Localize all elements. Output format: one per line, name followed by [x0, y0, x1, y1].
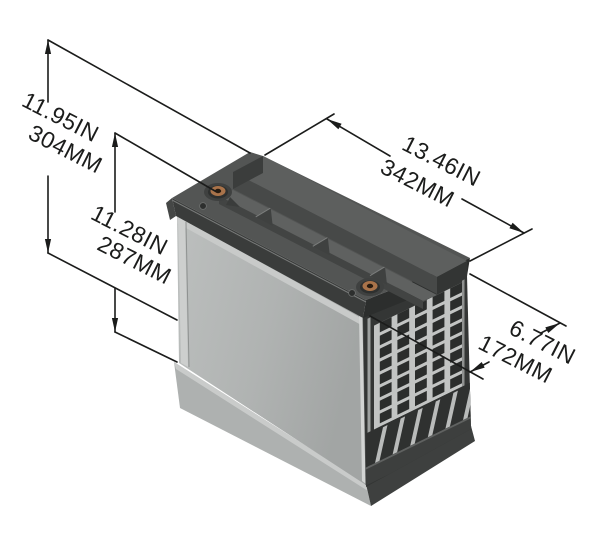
vent-louver-slat [463, 382, 471, 421]
vent-cell [450, 282, 463, 299]
vent-cell [415, 351, 427, 368]
lid-step-notch-2-highlight [312, 236, 329, 247]
front-face-left-highlight [178, 217, 188, 367]
vent-cell [415, 390, 427, 407]
vent-cell [415, 312, 427, 329]
front-face-top-highlight [177, 216, 363, 326]
vent-louver-zone [366, 379, 471, 468]
lid-step-notch-3 [370, 266, 387, 285]
vent-cell [450, 308, 463, 325]
vent-louvers [375, 382, 471, 464]
length-ext-left [264, 113, 335, 156]
container-height-arrow-up [111, 133, 119, 147]
vent-cell [415, 325, 427, 342]
vent-cell [379, 408, 392, 424]
overall-height-arrow-up [44, 40, 52, 54]
vent-base-band [364, 412, 471, 487]
lid-step-notch-1-highlight [255, 207, 271, 218]
terminal-right [356, 278, 384, 296]
vent-cell [432, 330, 445, 346]
battery-vent-face [363, 275, 471, 487]
vent-louver-slat [427, 399, 441, 438]
vent-cell [432, 343, 445, 359]
width-arrow-sw [470, 362, 485, 372]
vent-cell [450, 334, 463, 351]
length-ext-right [469, 228, 533, 262]
front-face-corner-highlight [359, 315, 366, 484]
vent-cell [397, 373, 410, 389]
front-face-left-groove [185, 221, 190, 368]
vent-cell [379, 382, 392, 398]
vent-cell [397, 334, 410, 350]
container-height-arrow-down [111, 318, 119, 332]
vent-cell [379, 356, 392, 372]
vent-cell [432, 356, 445, 372]
ridge-west-end-face [233, 156, 263, 189]
vent-louver-slat [410, 407, 423, 446]
ridge-top-face [233, 156, 467, 277]
vent-cell [432, 369, 445, 385]
vent-cell [379, 395, 392, 411]
terminal-left-hole [214, 188, 222, 194]
vent-cell [397, 386, 410, 402]
width-arrow-ne [545, 323, 560, 333]
battery-base-end [366, 426, 475, 506]
length-arrow-right [509, 222, 524, 233]
vent-cell [379, 330, 392, 346]
container-height-ext-bottom [114, 331, 178, 363]
vent-cell [397, 308, 410, 324]
screw-left [199, 202, 207, 210]
terminal-left [204, 183, 240, 207]
lid-step-notch-3-highlight [369, 266, 386, 277]
battery-front-face [177, 215, 366, 485]
vent-cell [415, 377, 427, 394]
ridge-east-end-face [437, 261, 467, 294]
container-height-ext-top [114, 132, 216, 192]
battery-illustration [166, 152, 475, 506]
vent-cell [379, 369, 392, 385]
overall-height-ext-top [47, 39, 251, 154]
vent-cell [432, 317, 445, 333]
vent-louver-slat [375, 425, 388, 464]
lid-front-lip-highlight [171, 199, 367, 303]
lid-step-notch-2 [312, 237, 330, 256]
vent-cell [432, 382, 445, 398]
width-ext-front [369, 315, 484, 380]
length-arrow-left [327, 119, 342, 130]
lid-west-end-face [166, 198, 176, 220]
screw-right [348, 289, 356, 297]
lid-step-notch-1 [255, 207, 273, 226]
vent-cell [450, 360, 463, 377]
vent-base-band-edge [364, 412, 471, 471]
vent-cell [397, 347, 410, 363]
width-ext-back [469, 273, 567, 327]
vent-cell [432, 291, 445, 307]
vent-cell [379, 343, 392, 359]
battery-base-front-bevel [174, 362, 368, 491]
vent-louver-slat [392, 416, 406, 455]
terminal-right-hole [366, 283, 374, 289]
vent-cell [450, 295, 463, 312]
vent-cell [450, 347, 463, 364]
vent-face-skewed [363, 275, 471, 487]
lid-front-band [172, 198, 366, 318]
vent-louver-slat [445, 390, 458, 429]
vent-cell [450, 321, 463, 338]
vent-cell [450, 373, 463, 390]
vent-cell [432, 304, 445, 320]
vent-cell [415, 338, 427, 355]
ridge-front-face [233, 172, 437, 294]
overall-height-ext-bottom [47, 252, 178, 321]
vent-left-slat [367, 317, 371, 469]
vent-cell [397, 360, 410, 376]
vent-cell [415, 364, 427, 381]
vent-cell [397, 399, 410, 415]
terminal-left-gusset [226, 197, 240, 207]
overall-height-arrow-down [44, 239, 52, 253]
